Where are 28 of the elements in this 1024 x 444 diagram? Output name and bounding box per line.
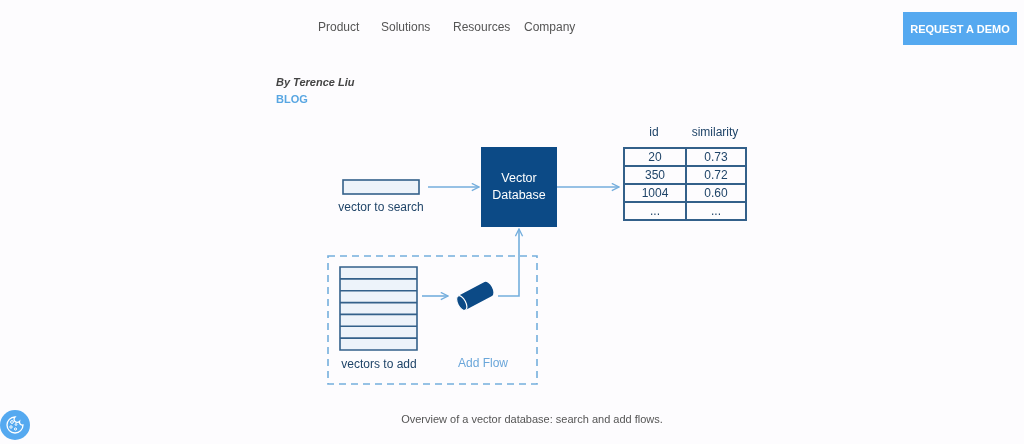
node-label: vectors to add: [340, 357, 418, 371]
nav-link: Product: [318, 19, 360, 35]
group-label: Add Flow: [458, 356, 509, 370]
column-header: id: [648, 125, 660, 139]
table-cell: 1004: [624, 184, 686, 202]
node-label: vector to search: [337, 200, 425, 214]
dashed-group: [327, 255, 538, 385]
table-cell: 0.60: [686, 184, 746, 202]
table-cell: ...: [686, 202, 746, 220]
table-cell: ...: [624, 202, 686, 220]
nav-link: Resources: [453, 19, 511, 35]
database-box: [481, 147, 557, 227]
cta-button: REQUEST A DEMO: [903, 12, 1017, 45]
author-byline: By Terence Liu: [276, 75, 355, 89]
table-cell: 350: [624, 166, 686, 184]
table-cell: 0.73: [686, 148, 746, 166]
category-link: BLOG: [276, 92, 308, 106]
table-cell: 20: [624, 148, 686, 166]
arrow: [421, 291, 449, 301]
column-header: similarity: [690, 125, 740, 139]
nav-link: Solutions: [381, 19, 431, 35]
table-cell: 0.72: [686, 166, 746, 184]
arrow: [427, 182, 480, 192]
nav-link: Company: [524, 19, 576, 35]
caption: Overview of a vector database: search and add flows.: [401, 412, 663, 426]
node-label: Vector Database: [491, 170, 547, 204]
arrow: [556, 182, 620, 192]
arrow: [497, 228, 524, 297]
